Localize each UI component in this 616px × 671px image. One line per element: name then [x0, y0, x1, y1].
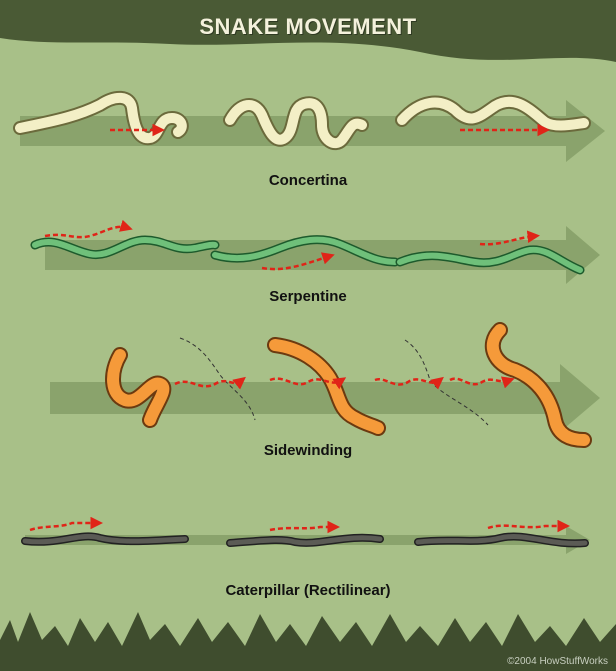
- page-title: SNAKE MOVEMENT: [0, 14, 616, 40]
- label-sidewinding: Sidewinding: [0, 442, 616, 459]
- label-concertina: Concertina: [0, 172, 616, 189]
- copyright-text: ©2004 HowStuffWorks: [507, 656, 608, 667]
- caterpillar-snakes: [25, 523, 585, 543]
- label-serpentine: Serpentine: [0, 288, 616, 305]
- label-caterpillar: Caterpillar (Rectilinear): [0, 582, 616, 599]
